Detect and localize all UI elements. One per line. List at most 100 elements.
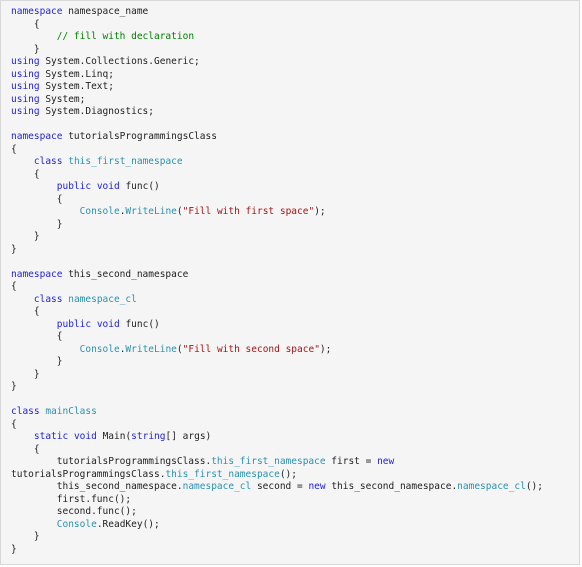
- type-token: this_first_namespace: [211, 456, 326, 467]
- keyword-token: new: [308, 481, 326, 492]
- code-line: class mainClass: [11, 406, 579, 419]
- keyword-token: public: [56, 181, 92, 192]
- plain-token: this_second_namespace: [62, 268, 189, 280]
- plain-token: {: [11, 168, 40, 180]
- plain-token: ();: [525, 481, 543, 492]
- code-line: namespace namespace_name: [11, 6, 579, 19]
- plain-token: namespace_name: [62, 6, 149, 17]
- keyword-token: class: [33, 293, 63, 305]
- type-token: namespace_cl: [68, 293, 137, 305]
- plain-token: }: [11, 356, 63, 367]
- plain-token: func(): [119, 181, 160, 192]
- code-line: using System.Linq;: [11, 69, 579, 82]
- plain-token: [11, 294, 34, 305]
- keyword-token: void: [96, 181, 120, 192]
- code-line: tutorialsProgrammingsClass.this_first_na…: [11, 456, 579, 469]
- code-line: [11, 119, 579, 132]
- code-line: {: [11, 331, 579, 344]
- string-token: "Fill with first space": [182, 206, 315, 217]
- code-line: second.func();: [11, 506, 579, 519]
- plain-token: }: [11, 531, 40, 542]
- plain-token: [11, 344, 80, 355]
- plain-token: [11, 156, 34, 167]
- plain-token: {: [11, 331, 63, 342]
- plain-token: ();: [279, 468, 297, 480]
- plain-token: tutorialsProgrammingsClass: [62, 131, 217, 142]
- code-line: {: [11, 419, 579, 432]
- code-line: [11, 256, 579, 269]
- plain-token: tutorialsProgrammingsClass.: [11, 456, 212, 467]
- keyword-token: class: [33, 156, 63, 167]
- plain-token: [11, 181, 57, 192]
- keyword-token: using: [11, 56, 40, 67]
- plain-token: {: [11, 418, 17, 430]
- plain-token: (: [176, 343, 183, 355]
- code-line: this_second_namespace.namespace_cl secon…: [11, 481, 579, 494]
- plain-token: this_second_namespace.: [11, 481, 183, 492]
- code-line: {: [11, 444, 579, 457]
- plain-token: );: [319, 343, 332, 355]
- plain-token: {: [11, 443, 40, 455]
- code-line: }: [11, 531, 579, 544]
- keyword-token: using: [11, 93, 40, 105]
- plain-token: first =: [325, 456, 378, 467]
- type-token: namespace_cl: [182, 481, 252, 492]
- plain-token: }: [11, 231, 40, 242]
- plain-token: }: [11, 243, 17, 255]
- plain-token: {: [11, 306, 40, 317]
- code-block: namespace namespace_name { // fill with …: [11, 6, 579, 556]
- keyword-token: string: [131, 431, 166, 442]
- code-line: {: [11, 169, 579, 182]
- code-line: }: [11, 356, 579, 369]
- type-token: this_first_namespace: [68, 156, 183, 167]
- plain-token: .ReadKey();: [96, 518, 160, 530]
- plain-token: System.Diagnostics;: [39, 106, 154, 117]
- code-line: namespace this_second_namespace: [11, 269, 579, 282]
- code-line: {: [11, 144, 579, 157]
- code-line: {: [11, 194, 579, 207]
- plain-token: [] args): [165, 431, 212, 442]
- type-token: WriteLine: [125, 343, 177, 355]
- code-line: {: [11, 306, 579, 319]
- plain-token: Main(: [96, 431, 132, 442]
- type-token: this_first_namespace: [165, 468, 280, 480]
- plain-token: {: [11, 143, 17, 155]
- plain-token: );: [314, 206, 326, 217]
- plain-token: second.func();: [11, 506, 137, 517]
- type-token: Console: [79, 343, 120, 355]
- code-line: }: [11, 219, 579, 232]
- code-line: using System.Collections.Generic;: [11, 56, 579, 69]
- keyword-token: using: [11, 81, 40, 92]
- keyword-token: using: [11, 106, 40, 117]
- keyword-token: void: [73, 431, 97, 442]
- plain-token: System.Linq;: [39, 68, 114, 80]
- keyword-token: public: [56, 318, 92, 330]
- code-line: namespace tutorialsProgrammingsClass: [11, 131, 579, 144]
- plain-token: tutorialsProgrammingsClass.: [11, 468, 166, 480]
- comment-token: // fill with declaration: [56, 31, 195, 42]
- code-line: tutorialsProgrammingsClass.this_first_na…: [11, 469, 579, 482]
- keyword-token: class: [11, 406, 40, 417]
- code-line: using System;: [11, 94, 579, 107]
- plain-token: [11, 319, 57, 330]
- type-token: Console: [56, 518, 97, 530]
- keyword-token: void: [96, 318, 120, 330]
- code-line: }: [11, 244, 579, 257]
- code-line: Console.WriteLine("Fill with second spac…: [11, 344, 579, 357]
- code-line: class namespace_cl: [11, 294, 579, 307]
- plain-token: }: [11, 43, 40, 55]
- plain-token: this_second_namespace.: [325, 481, 458, 492]
- plain-token: System;: [39, 93, 86, 105]
- code-line: }: [11, 44, 579, 57]
- plain-token: [11, 519, 57, 530]
- code-line: Console.ReadKey();: [11, 519, 579, 532]
- plain-token: }: [11, 368, 40, 380]
- keyword-token: static: [33, 431, 69, 442]
- plain-token: [11, 31, 57, 42]
- code-line: using System.Text;: [11, 81, 579, 94]
- plain-token: second =: [251, 481, 309, 492]
- code-line: public void func(): [11, 181, 579, 194]
- code-line: Console.WriteLine("Fill with first space…: [11, 206, 579, 219]
- keyword-token: namespace: [11, 268, 63, 280]
- plain-token: {: [11, 281, 17, 292]
